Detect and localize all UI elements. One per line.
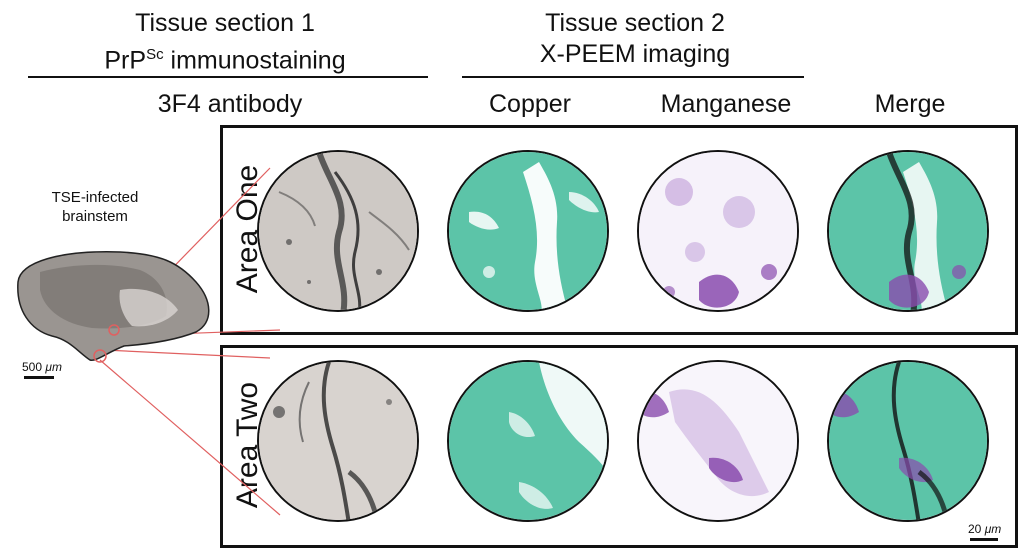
- connector-line: [103, 349, 271, 359]
- column-label-copper: Copper: [489, 90, 571, 118]
- area-two-marker: [93, 349, 107, 363]
- brainstem-label-line1: TSE-infected: [51, 189, 139, 206]
- column-label-antibody: 3F4 antibody: [157, 90, 303, 118]
- brainstem-label: TSE-infected brainstem: [30, 188, 160, 226]
- area-one-manganese-image: [637, 150, 799, 312]
- brainstem-scale-value: 500: [22, 360, 43, 374]
- section2-title: Tissue section 2: [545, 9, 725, 37]
- section2-subtitle: X-PEEM imaging: [539, 40, 731, 68]
- scale-bar-small: [970, 538, 998, 541]
- section1-title: Tissue section 1: [135, 9, 315, 37]
- section2-header: Tissue section 2 X-PEEM imaging: [470, 8, 800, 70]
- brainstem-light-region: [119, 288, 178, 327]
- area-one-antibody-image: [257, 150, 419, 312]
- area-two-antibody-image: [257, 360, 419, 522]
- scale-small-value: 20: [968, 522, 982, 536]
- section1-header: Tissue section 1 PrPSc immunostaining: [60, 8, 390, 76]
- prp-text: PrP: [104, 46, 147, 75]
- brainstem-scale-bar: [24, 376, 54, 379]
- area-two-copper-image: [447, 360, 609, 522]
- column-label-merge: Merge: [874, 90, 946, 118]
- area-one-marker: [108, 324, 120, 336]
- area-two-merge-image: [827, 360, 989, 522]
- scale-small-unit: μm: [984, 522, 1002, 536]
- prp-superscript: Sc: [146, 46, 164, 63]
- area-two-manganese-image: [637, 360, 799, 522]
- area-one-copper-image: [447, 150, 609, 312]
- section1-rule: [28, 76, 428, 78]
- brainstem-label-line2: brainstem: [62, 208, 128, 225]
- brainstem-scale-unit: μm: [45, 360, 62, 374]
- section2-rule: [462, 76, 804, 78]
- immunostaining-text: immunostaining: [163, 46, 346, 75]
- section1-subtitle: PrPSc immunostaining: [60, 39, 390, 76]
- area-two-panel: [220, 345, 1018, 548]
- area-one-panel: [220, 125, 1018, 335]
- column-label-manganese: Manganese: [660, 90, 792, 118]
- area-one-merge-image: [827, 150, 989, 312]
- brainstem-scale-label: 500 μm: [22, 360, 62, 374]
- scale-label-small: 20 μm: [968, 522, 1001, 536]
- connector-line: [99, 359, 281, 516]
